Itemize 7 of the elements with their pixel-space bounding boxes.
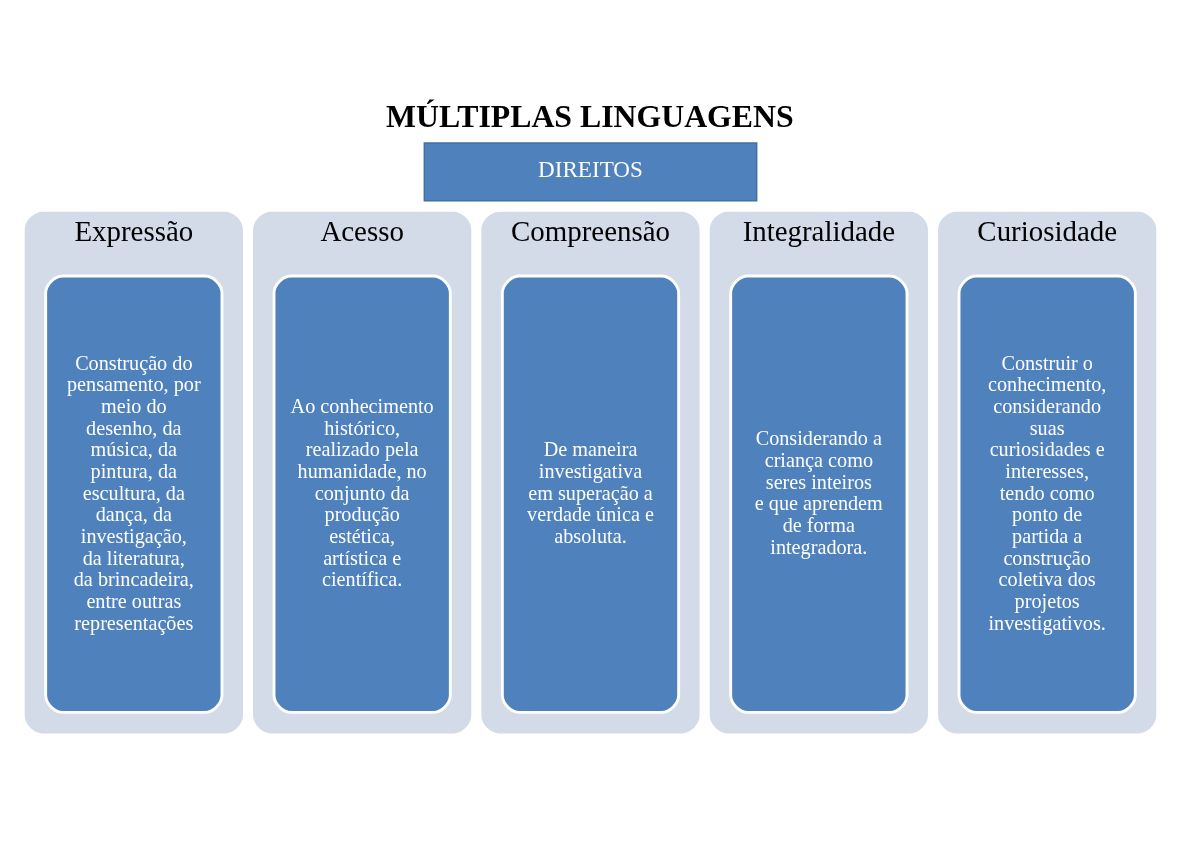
- node-box: DIREITOS: [423, 142, 758, 202]
- node-box: Construir o conhecimento, considerando suas curiosidades e interesses, tendo como ponto de partida a construção coletiva dos projetos investigativos.: [957, 274, 1137, 714]
- node-box: Considerando a criança como seres inteiros e que aprendem de forma integradora.: [729, 274, 909, 714]
- node-box: Ao conhecimento histórico, realizado pela humanidade, no conjunto da produção estética, artística e científica.: [272, 274, 452, 714]
- node-box: De maneira investigativa em superação a verdade única e absoluta.: [500, 274, 681, 714]
- diagram-title: MÚLTIPLAS LINGUAGENS: [386, 98, 794, 134]
- node-box: Construção do pensamento, por meio do desenho, da música, da pintura, da escultura, da dança, da investigação, da literatura, da brincadeira, entre outras representações: [44, 274, 224, 714]
